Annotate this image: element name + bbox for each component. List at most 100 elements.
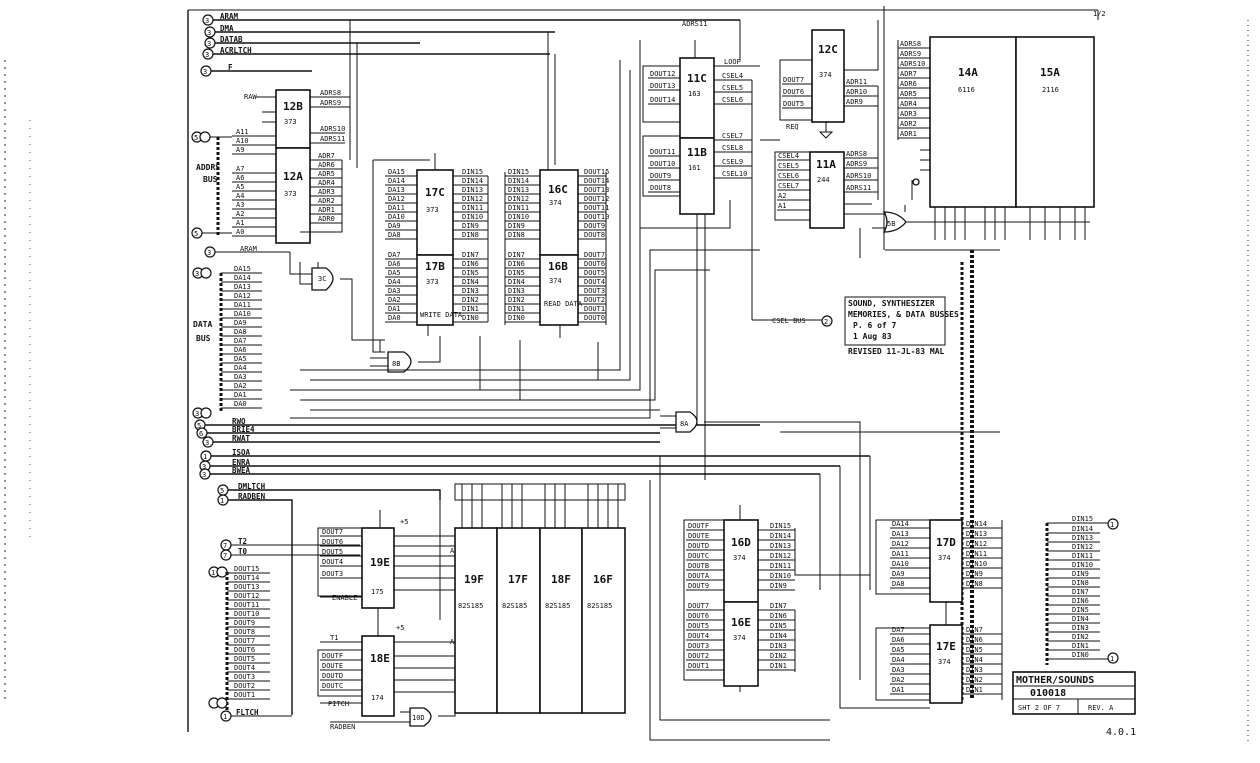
svg-text:DIN1: DIN1 bbox=[1072, 642, 1089, 650]
svg-text:DOUT12: DOUT12 bbox=[234, 592, 259, 600]
connector-t2[interactable]: 7 T2 bbox=[220, 537, 360, 551]
chip-16f[interactable]: 16F 82S185 bbox=[581, 527, 626, 714]
svg-text:T2: T2 bbox=[238, 537, 247, 546]
svg-text:DIN8: DIN8 bbox=[462, 231, 479, 239]
svg-text:DOUT5: DOUT5 bbox=[783, 100, 804, 108]
chip-12a-id: 12A bbox=[283, 170, 303, 183]
chip-12c[interactable]: 12C 374 bbox=[811, 29, 845, 123]
svg-text:DIN11: DIN11 bbox=[508, 204, 529, 212]
connector-brie4[interactable]: 6 BRIE4 bbox=[196, 425, 660, 439]
chip-18e[interactable]: 18E 174 bbox=[361, 635, 395, 717]
chip-11c[interactable]: 11C 163 bbox=[679, 57, 715, 139]
svg-text:DIN2: DIN2 bbox=[462, 296, 479, 304]
chip-17c[interactable]: 17C 373 bbox=[416, 169, 454, 256]
connector-acrltch[interactable]: 3 ACRLTCH bbox=[202, 46, 550, 60]
connector-rwat[interactable]: 3 RWAT bbox=[202, 434, 660, 448]
chip-19e[interactable]: 19E 175 bbox=[361, 527, 395, 609]
svg-text:A: A bbox=[450, 547, 455, 555]
chip-14a[interactable]: 14A 6116 bbox=[929, 36, 1017, 208]
svg-text:DIN12: DIN12 bbox=[462, 195, 483, 203]
chip-16-pins: DIN15 DIN14 DIN13 DIN12 DIN11 DIN10 DIN9… bbox=[504, 32, 609, 338]
svg-text:DA15: DA15 bbox=[388, 168, 405, 176]
chip-11b[interactable]: 11B 161 bbox=[679, 137, 715, 215]
svg-text:ADRS11: ADRS11 bbox=[682, 20, 707, 28]
svg-text:DIN5: DIN5 bbox=[462, 269, 479, 277]
connector-datab[interactable]: 3 DATAB bbox=[204, 35, 420, 49]
svg-text:DA9: DA9 bbox=[234, 319, 247, 327]
connector-bwea[interactable]: 3 BWEA bbox=[199, 466, 820, 480]
svg-text:175: 175 bbox=[371, 588, 384, 596]
chip-16b[interactable]: 16B 374 READ DATA bbox=[539, 254, 583, 326]
svg-text:CSEL5: CSEL5 bbox=[778, 162, 799, 170]
connector-dma[interactable]: 3 DMA bbox=[204, 24, 555, 38]
svg-text:DA8: DA8 bbox=[234, 328, 247, 336]
svg-text:DATAB: DATAB bbox=[220, 35, 243, 44]
svg-text:DIN15: DIN15 bbox=[1072, 515, 1093, 523]
svg-text:3: 3 bbox=[202, 471, 206, 479]
gate-5b: 5B bbox=[872, 205, 925, 233]
connector-csel-bus[interactable]: CSEL BUS 2 bbox=[752, 315, 833, 327]
connector-t0[interactable]: 7 T0 bbox=[220, 547, 360, 561]
svg-text:+5: +5 bbox=[396, 624, 404, 632]
connector-f[interactable]: 3 F bbox=[200, 63, 312, 77]
chip-17e[interactable]: 17E 374 bbox=[929, 624, 963, 704]
svg-text:DIN14: DIN14 bbox=[462, 177, 483, 185]
chip-17f[interactable]: 17F 82S185 bbox=[496, 527, 541, 714]
chip-17b[interactable]: 17B 373 WRITE DATA bbox=[416, 254, 463, 326]
connector-fltch[interactable]: 1 FLTCH bbox=[208, 697, 275, 722]
version-label: 4.0.1 bbox=[1106, 727, 1136, 738]
chip-16c[interactable]: 16C 374 bbox=[539, 169, 579, 256]
svg-text:A1: A1 bbox=[778, 202, 786, 210]
svg-text:374: 374 bbox=[549, 277, 562, 285]
svg-text:DOUT12: DOUT12 bbox=[584, 195, 609, 203]
svg-text:DA4: DA4 bbox=[388, 278, 401, 286]
svg-text:DOUT4: DOUT4 bbox=[234, 664, 255, 672]
svg-text:DA1: DA1 bbox=[388, 305, 401, 313]
chip-18f[interactable]: 18F 82S185 bbox=[539, 527, 583, 714]
svg-text:16F: 16F bbox=[593, 573, 613, 586]
svg-text:DA4: DA4 bbox=[234, 364, 247, 372]
connector-isoa[interactable]: 1 ISOA bbox=[200, 448, 870, 462]
svg-text:DIN11: DIN11 bbox=[770, 562, 791, 570]
connector-din-top[interactable]: 1 bbox=[1107, 518, 1119, 530]
svg-text:DIN9: DIN9 bbox=[966, 570, 983, 578]
svg-text:DIN3: DIN3 bbox=[966, 666, 983, 674]
svg-text:BUS: BUS bbox=[196, 334, 211, 343]
connector-enra[interactable]: 3 ENRA bbox=[199, 458, 840, 472]
svg-text:5: 5 bbox=[220, 487, 224, 495]
svg-text:DOUT5: DOUT5 bbox=[234, 655, 255, 663]
latch-19e-18e-pins: DOUT7 DOUT6 DOUT5 DOUT4 DOUT3 ENABLE T1 … bbox=[275, 500, 463, 717]
connector-aram[interactable]: 3 ARAM bbox=[202, 12, 740, 26]
svg-text:5: 5 bbox=[194, 230, 198, 238]
svg-text:DOUT10: DOUT10 bbox=[234, 610, 259, 618]
connector-din-bottom[interactable]: 1 bbox=[1107, 652, 1119, 664]
chip-16e[interactable]: 16E 374 bbox=[723, 601, 759, 687]
svg-text:DMLTCH: DMLTCH bbox=[238, 482, 266, 491]
svg-text:3: 3 bbox=[205, 51, 209, 59]
address-bus-label: ADDRS bbox=[196, 163, 220, 172]
svg-text:DA3: DA3 bbox=[388, 287, 401, 295]
chip-15a[interactable]: 15A 2116 bbox=[1015, 36, 1095, 208]
svg-text:ADR2: ADR2 bbox=[900, 120, 917, 128]
svg-text:RWAT: RWAT bbox=[232, 434, 251, 443]
svg-text:6116: 6116 bbox=[958, 86, 975, 94]
latch-16d-16e-pins: DOUTF DOUTE DOUTD DOUTC DOUTB DOUTA DOUT… bbox=[649, 456, 870, 741]
svg-text:DIN9: DIN9 bbox=[508, 222, 525, 230]
svg-text:DIN8: DIN8 bbox=[1072, 579, 1089, 587]
chip-12b[interactable]: 12B 373 bbox=[275, 89, 311, 149]
svg-text:DOUT6: DOUT6 bbox=[688, 612, 709, 620]
svg-text:ADRS11: ADRS11 bbox=[846, 184, 871, 192]
svg-text:DIN4: DIN4 bbox=[770, 632, 787, 640]
svg-text:DOUT9: DOUT9 bbox=[584, 222, 605, 230]
svg-text:DIN2: DIN2 bbox=[1072, 633, 1089, 641]
chip-17-pins: DA15 DA14 DA13 DA12 DA11 DA10 DA9 DA8 DA… bbox=[372, 153, 489, 353]
chip-16d[interactable]: 16D 374 bbox=[723, 519, 759, 603]
chip-19f[interactable]: 19F 82S185 bbox=[454, 527, 498, 714]
svg-text:17B: 17B bbox=[425, 260, 445, 273]
chip-17d[interactable]: 17D 374 bbox=[929, 519, 963, 603]
chip-12a[interactable]: 12A 373 bbox=[275, 147, 311, 244]
chip-11a[interactable]: 11A 244 bbox=[809, 151, 845, 229]
connector-radben[interactable]: 1 RADBEN bbox=[217, 492, 293, 715]
svg-text:373: 373 bbox=[426, 278, 439, 286]
svg-text:A0: A0 bbox=[236, 228, 244, 236]
